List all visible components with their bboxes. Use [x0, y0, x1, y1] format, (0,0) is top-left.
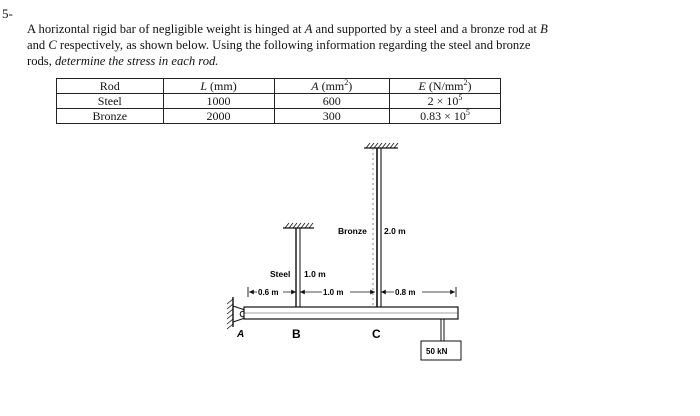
steel-rod: [295, 228, 301, 307]
properties-table: Rod L (mm) A (mm2) E (N/mm2) Steel 1000 …: [56, 78, 502, 124]
cell-length: 2000: [162, 108, 275, 124]
header-area-symbol: A: [311, 79, 319, 93]
table-header-row: Rod L (mm) A (mm2) E (N/mm2): [56, 78, 502, 94]
statement-part1: A horizontal rigid bar of negligible wei…: [27, 22, 305, 36]
load-hanger: [440, 319, 445, 341]
steel-ceiling-support: [283, 222, 314, 229]
dimension-ab: 0.6 m: [249, 287, 296, 297]
dimension-cd: 0.8 m: [381, 287, 455, 297]
dimension-ab-label: 0.6 m: [258, 288, 278, 297]
cell-modulus-exp: 5: [465, 108, 470, 117]
dimension-bc: 1.0 m: [300, 287, 375, 297]
problem-statement: A horizontal rigid bar of negligible wei…: [27, 21, 557, 69]
load-block: [420, 340, 462, 361]
statement-point-c: C: [48, 38, 57, 52]
header-modulus-exp: 2: [463, 78, 468, 87]
dimension-cd-label: 0.8 m: [395, 288, 415, 297]
statement-part2: and supported by a steel and a bronze ro…: [312, 22, 541, 36]
bronze-label: Bronze: [338, 226, 367, 236]
header-modulus-symbol: E: [418, 79, 426, 93]
header-modulus-close: ): [467, 79, 472, 93]
cell-modulus-mantissa: 2 × 10: [427, 94, 459, 108]
cell-area: 300: [273, 108, 390, 124]
point-c-label: C: [372, 327, 381, 341]
statement-point-b: B: [540, 22, 548, 36]
bronze-ceiling-support: [364, 142, 399, 149]
question-number: 5-: [2, 6, 13, 21]
cell-modulus: 0.83 × 105: [388, 108, 502, 124]
wall-support: [226, 297, 234, 330]
header-area-close: ): [348, 79, 353, 93]
bronze-rod: [376, 148, 382, 307]
load-label: 50 kN: [426, 347, 448, 356]
cell-rod: Bronze: [56, 108, 164, 124]
table-row: Bronze 2000 300 0.83 × 105: [56, 108, 502, 124]
dimension-bc-label: 1.0 m: [323, 288, 343, 297]
cell-modulus-exp: 5: [458, 93, 463, 102]
point-b-label: B: [292, 327, 301, 341]
statement-hinge-point: A: [304, 22, 313, 36]
steel-label: Steel: [270, 269, 290, 279]
header-area-exp: 2: [344, 78, 349, 87]
statement-part3: and: [27, 38, 49, 52]
cell-area: 600: [273, 93, 390, 109]
statement-instruction: determine the stress in each rod.: [55, 54, 219, 68]
header-area-unit: (mm: [318, 79, 345, 93]
cell-modulus-mantissa: 0.83 × 10: [420, 109, 466, 123]
header-modulus-unit: (N/mm: [425, 79, 464, 93]
header-length-symbol: L: [200, 79, 208, 93]
point-a-label: A: [236, 329, 244, 340]
cell-modulus: 2 × 105: [388, 93, 502, 109]
bronze-length-label: 2.0 m: [384, 226, 406, 236]
header-length-unit: (mm): [207, 79, 237, 93]
statement-part4: respectively, as shown below. Using the …: [27, 38, 531, 68]
steel-length-label: 1.0 m: [304, 269, 326, 279]
